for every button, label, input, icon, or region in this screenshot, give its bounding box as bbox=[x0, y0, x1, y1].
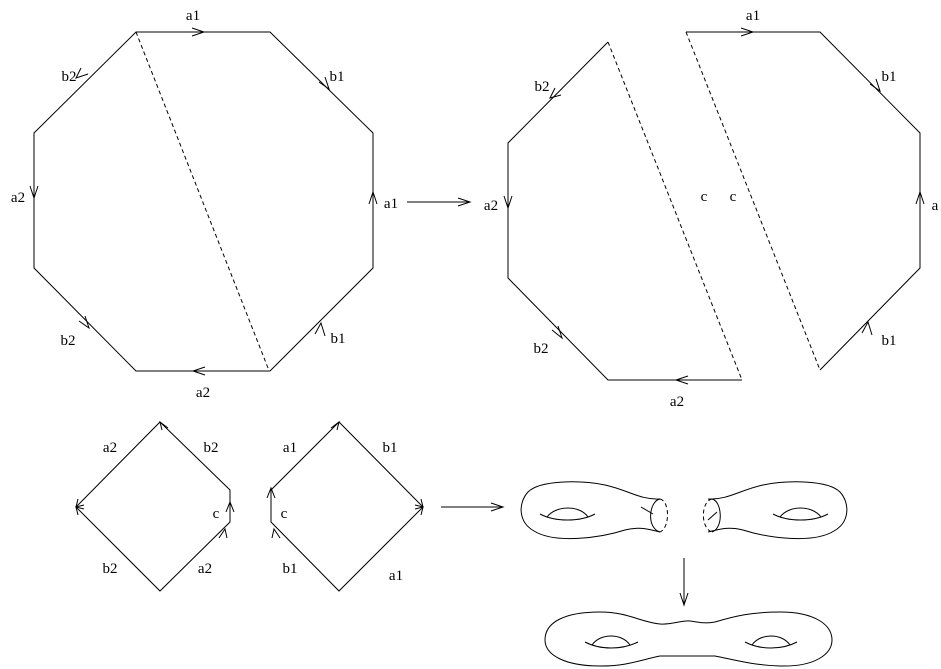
torus-right-boundary-front bbox=[711, 498, 721, 533]
sqR-label-upper-right: b1 bbox=[383, 440, 398, 456]
arrow-sqL-upper-right bbox=[159, 420, 169, 431]
octagon-cut-line bbox=[135, 31, 269, 369]
torus-right-boundary-back bbox=[702, 498, 713, 533]
cut-left-label-upper-left: b2 bbox=[535, 79, 550, 95]
square-right: a1 b1 c b1 a1 bbox=[266, 420, 424, 592]
octagon-label-bottom: a2 bbox=[196, 385, 210, 401]
torus-right-hole-lower bbox=[772, 513, 829, 521]
octagon-label-top: a1 bbox=[186, 8, 200, 24]
cut-piece-right-outline bbox=[686, 31, 921, 371]
sqL-label-lower-left: b2 bbox=[103, 561, 118, 577]
sqL-label-right: c bbox=[213, 506, 220, 522]
octagon-edge-arrows bbox=[29, 27, 378, 376]
torus-left-hole-lower bbox=[539, 513, 596, 521]
cut-right-label-lower-right: b1 bbox=[882, 333, 897, 349]
arrow-cut-left-left bbox=[503, 195, 513, 210]
arrow-sqR-lower-left bbox=[271, 527, 281, 539]
sqR-label-lower-right: a1 bbox=[389, 568, 403, 584]
sqR-label-upper-left: a1 bbox=[283, 440, 297, 456]
torus-left-boundary-back bbox=[659, 498, 668, 533]
square-right-outline bbox=[270, 421, 424, 592]
torus-right-tick bbox=[707, 511, 718, 521]
arrow-sqR-left bbox=[266, 486, 276, 499]
arrow-cut-right-lower-right bbox=[861, 320, 873, 336]
octagon-label-upper-right: b1 bbox=[330, 69, 345, 85]
cut-left-label-left: a2 bbox=[484, 198, 498, 214]
arrow-cut-left-lower-left bbox=[551, 325, 564, 340]
sqR-label-lower-left: b1 bbox=[283, 561, 298, 577]
cut-piece-left-outline bbox=[507, 41, 742, 381]
octagon-figure: a1 b1 a1 b1 a2 b2 a2 b2 bbox=[11, 8, 398, 401]
arrow-lower-left bbox=[78, 315, 90, 330]
sqL-label-upper-right: b2 bbox=[204, 440, 219, 456]
cut-piece-right-cut bbox=[685, 31, 821, 371]
cut-piece-right: a1 b1 a b1 c bbox=[685, 8, 939, 371]
arrow-cut-left-upper-left bbox=[549, 87, 562, 99]
torus-left-tick bbox=[640, 506, 654, 515]
arrow-bottom bbox=[191, 366, 206, 376]
arrow-sqR-lower-right bbox=[414, 506, 424, 516]
arrow-left bbox=[29, 185, 39, 200]
genus-two-hole-left-upper bbox=[591, 635, 631, 646]
cut-left-label-bottom: a2 bbox=[670, 394, 684, 410]
octagon-label-left: a2 bbox=[11, 190, 25, 206]
cut-right-label-right: a bbox=[932, 198, 939, 214]
arrow-cut-left-bottom bbox=[674, 375, 689, 385]
octagon-label-upper-left: b2 bbox=[62, 69, 77, 85]
square-left-outline bbox=[75, 421, 231, 592]
arrow-sqL-lower-right bbox=[218, 527, 228, 539]
arrow-lower-right bbox=[314, 321, 326, 337]
arrow-upper-left bbox=[75, 67, 89, 79]
cut-piece-left: b2 a2 b2 a2 c bbox=[484, 41, 743, 410]
right-arrow-1 bbox=[407, 197, 472, 207]
sqR-label-left: c bbox=[281, 506, 288, 522]
torus-left-boundary-front bbox=[650, 498, 661, 533]
arrow-right bbox=[368, 190, 378, 205]
square-left: a2 b2 c b2 a2 bbox=[75, 420, 235, 592]
cut-left-label-lower-left: b2 bbox=[534, 341, 549, 357]
arrow-cut-right-top bbox=[740, 27, 755, 37]
down-arrow bbox=[679, 558, 689, 607]
torus-left bbox=[520, 481, 668, 540]
genus-two-surface bbox=[544, 611, 833, 667]
arrow-cut-right-upper-right bbox=[869, 78, 881, 93]
octagon-label-lower-left: b2 bbox=[61, 333, 76, 349]
sqL-label-lower-right: a2 bbox=[198, 561, 212, 577]
genus-two-hole-right-lower bbox=[744, 641, 798, 649]
torus-left-outline bbox=[520, 481, 661, 540]
torus-right bbox=[702, 481, 848, 540]
arrow-cut-right-right bbox=[915, 190, 925, 205]
genus-two-hole-left-lower bbox=[584, 641, 639, 649]
cut-right-label-top: a1 bbox=[746, 8, 760, 24]
arrow-upper-right bbox=[318, 76, 330, 91]
octagon-label-right: a1 bbox=[384, 196, 398, 212]
cut-right-label-upper-right: b1 bbox=[882, 69, 897, 85]
torus-right-outline bbox=[707, 481, 848, 540]
octagon-label-lower-right: b1 bbox=[331, 331, 346, 347]
arrow-sqR-upper-left bbox=[330, 420, 340, 431]
arrow-top bbox=[191, 27, 206, 37]
torus-left-hole-upper bbox=[546, 507, 589, 518]
cut-piece-left-cut bbox=[607, 41, 743, 381]
sqL-label-upper-left: a2 bbox=[103, 440, 117, 456]
genus-two-outline bbox=[544, 611, 833, 667]
arrow-sqL-right bbox=[225, 500, 235, 513]
octagon-outline bbox=[33, 31, 374, 372]
right-arrow-2 bbox=[441, 502, 505, 512]
torus-right-hole-upper bbox=[779, 507, 822, 518]
arrow-sqL-lower-left bbox=[75, 506, 85, 516]
cut-right-label-cut: c bbox=[730, 189, 737, 205]
genus-two-hole-right-upper bbox=[751, 635, 791, 646]
cut-left-label-cut: c bbox=[701, 189, 708, 205]
